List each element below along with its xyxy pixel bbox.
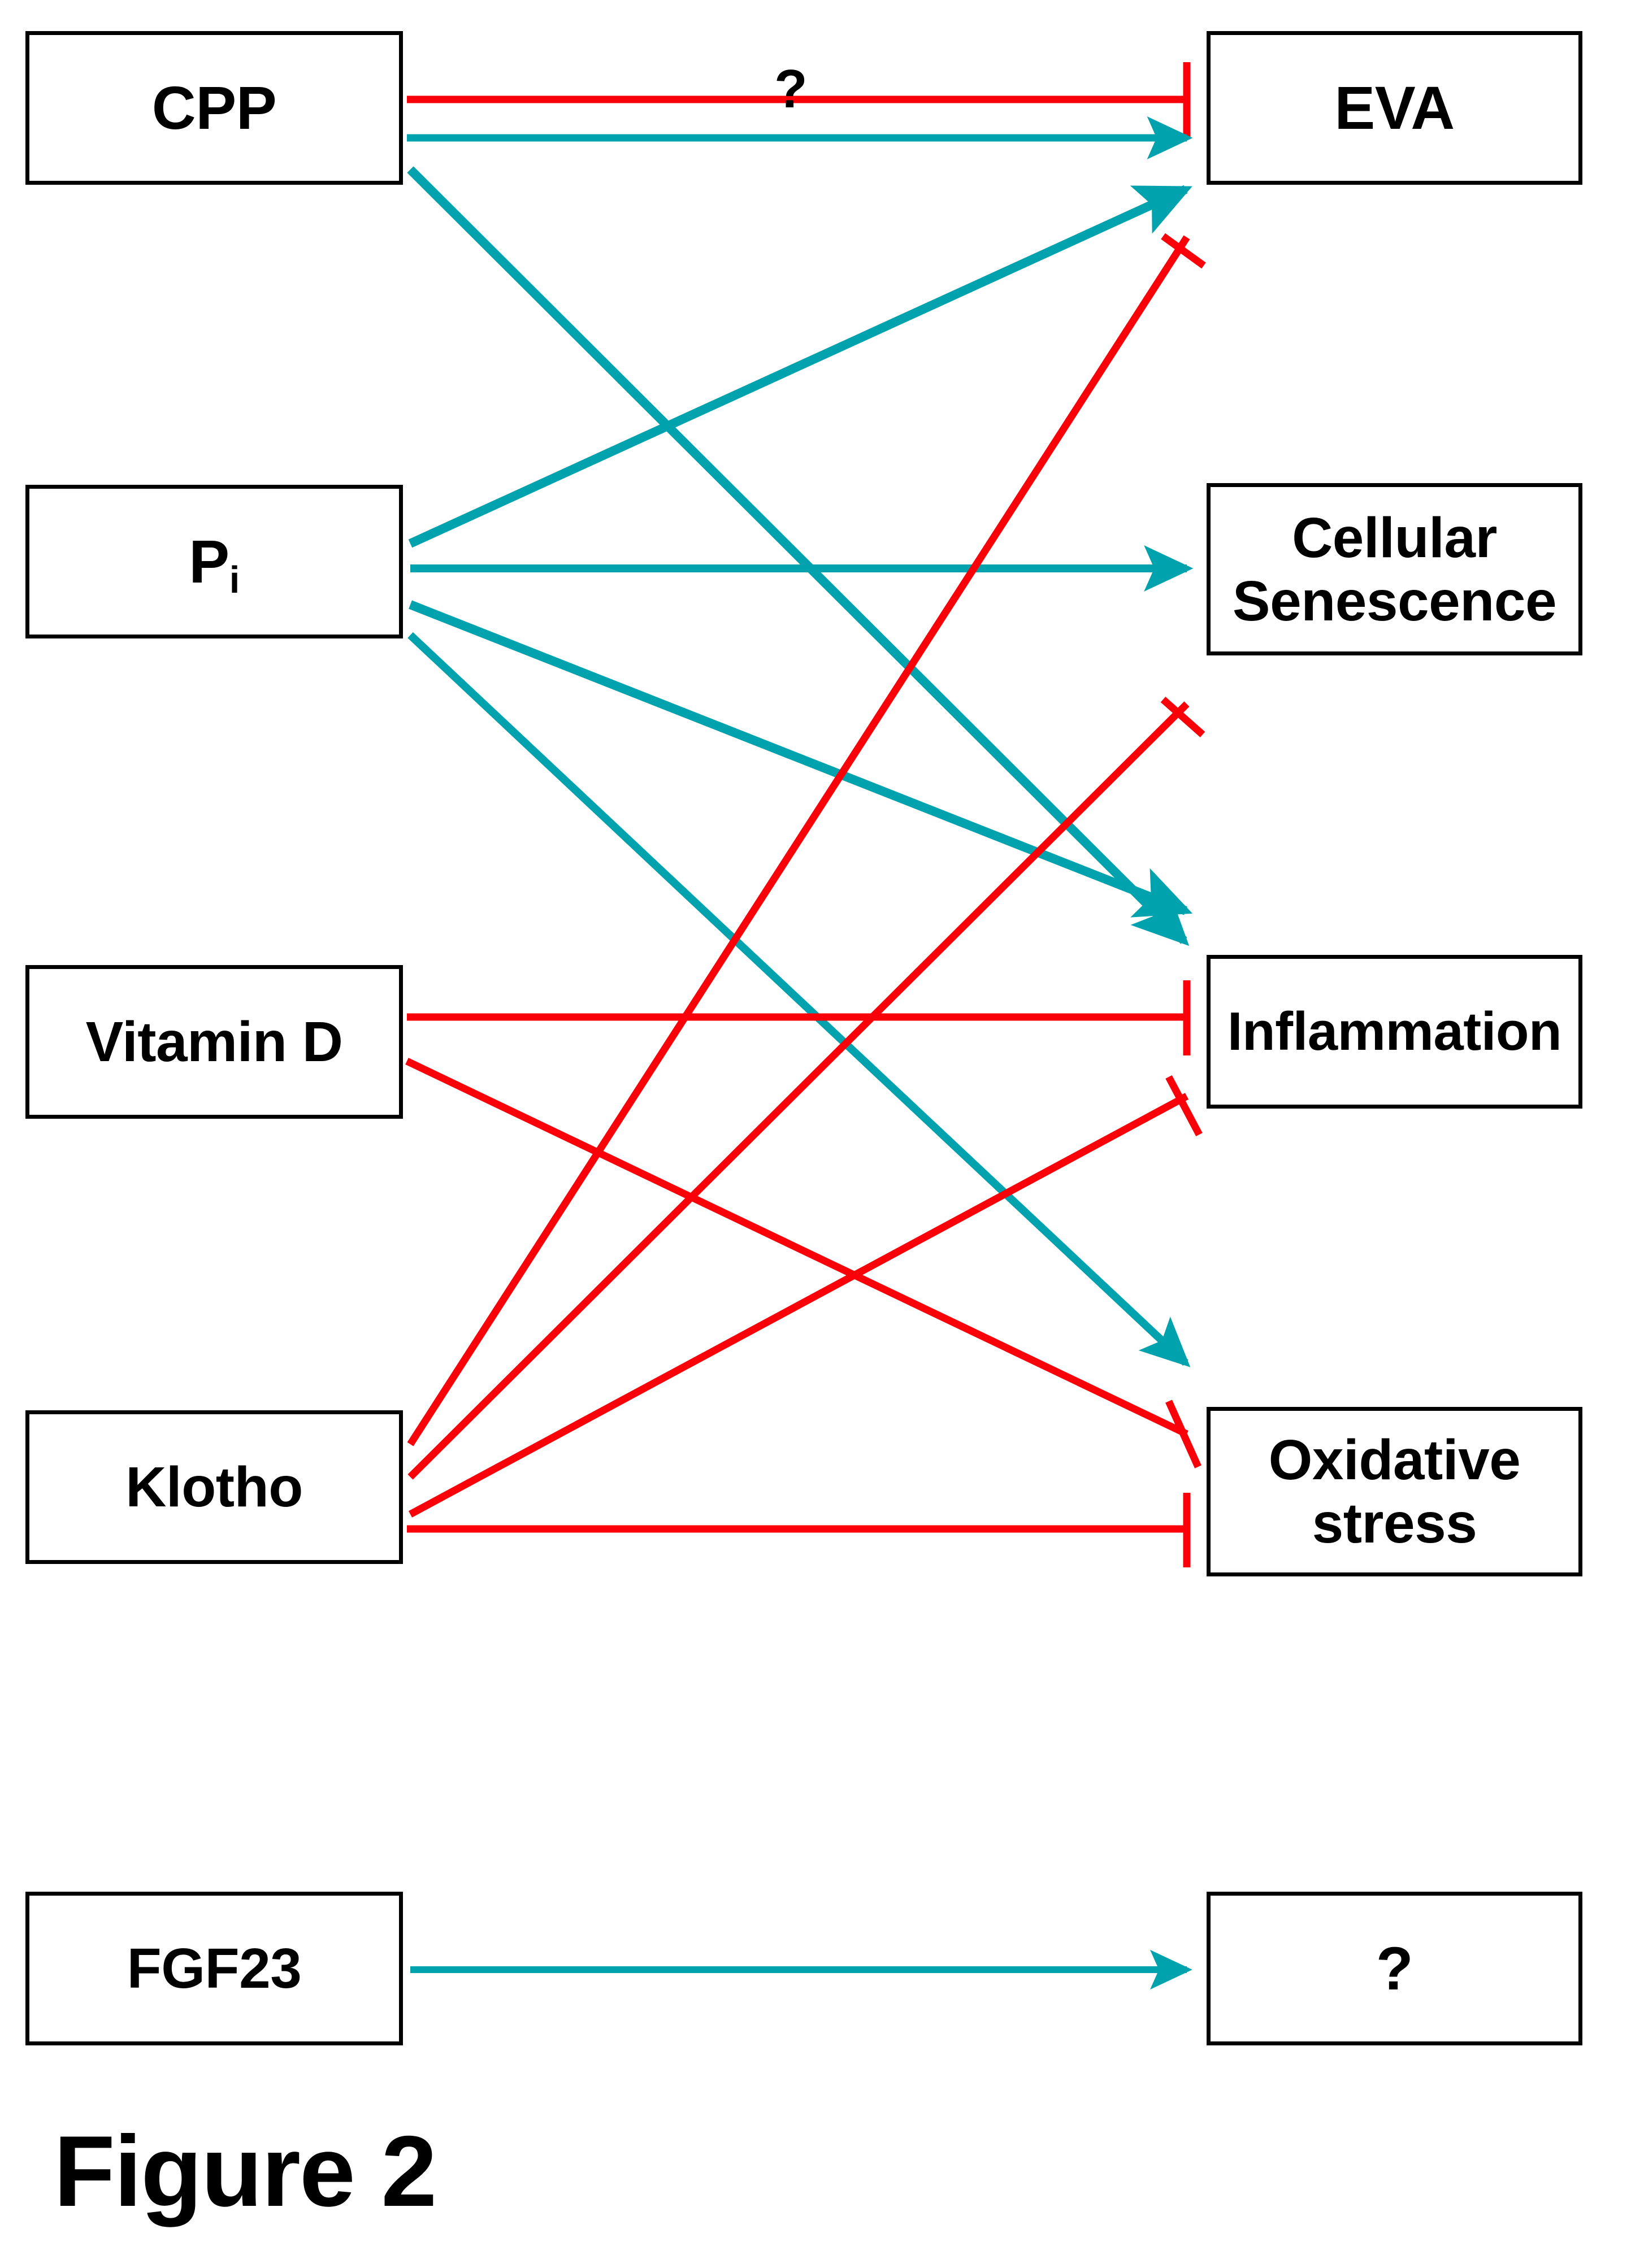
edge-label-cpp-eva-question: ? — [774, 59, 808, 119]
node-vitamin-d-label: Vitamin D — [85, 1010, 343, 1074]
node-oxidative-stress-line2: stress — [1312, 1492, 1477, 1555]
edge-klotho-eva-inhibit — [407, 233, 1206, 1446]
node-unknown-outcome[interactable]: ? — [1207, 1892, 1582, 2045]
node-cellular-senescence-line1: Cellular — [1292, 506, 1497, 570]
edge-pi-inflammation-stimulate — [409, 600, 1193, 918]
node-eva-label: EVA — [1334, 73, 1455, 142]
node-pi-label: Pi — [189, 527, 240, 602]
node-cpp-label: CPP — [151, 73, 277, 142]
node-pi-label-subscript: i — [229, 559, 240, 602]
edge-pi-eva-stimulate — [408, 185, 1192, 548]
node-vitamin-d[interactable]: Vitamin D — [25, 965, 403, 1119]
edge-klotho-inflammation-inhibit — [408, 1075, 1203, 1518]
node-inflammation[interactable]: Inflammation — [1207, 955, 1582, 1109]
node-eva[interactable]: EVA — [1207, 31, 1582, 185]
edge-klotho-senescence-inhibit — [407, 697, 1205, 1480]
edge-vitamind-inflammation-inhibit — [407, 980, 1191, 1055]
node-klotho[interactable]: Klotho — [25, 1410, 403, 1564]
node-pi[interactable]: Pi — [25, 485, 403, 638]
edge-pi-oxidative-stimulate — [407, 632, 1191, 1367]
figure-caption: Figure 2 — [54, 2115, 437, 2227]
node-inflammation-label: Inflammation — [1227, 1001, 1562, 1062]
edge-klotho-oxidative-inhibit — [407, 1493, 1191, 1567]
node-unknown-outcome-label: ? — [1376, 1934, 1413, 2002]
node-fgf23[interactable]: FGF23 — [25, 1892, 403, 2045]
node-fgf23-label: FGF23 — [127, 1937, 302, 2000]
edge-cpp-inflammation-stimulate — [407, 166, 1190, 946]
edge-vitamind-oxidative-inhibit — [405, 1058, 1201, 1468]
node-oxidative-stress-line1: Oxidative — [1268, 1428, 1521, 1492]
node-cellular-senescence-line2: Senescence — [1232, 569, 1557, 633]
node-cpp[interactable]: CPP — [25, 31, 403, 185]
node-pi-label-base: P — [189, 527, 229, 596]
node-klotho-label: Klotho — [125, 1455, 303, 1519]
